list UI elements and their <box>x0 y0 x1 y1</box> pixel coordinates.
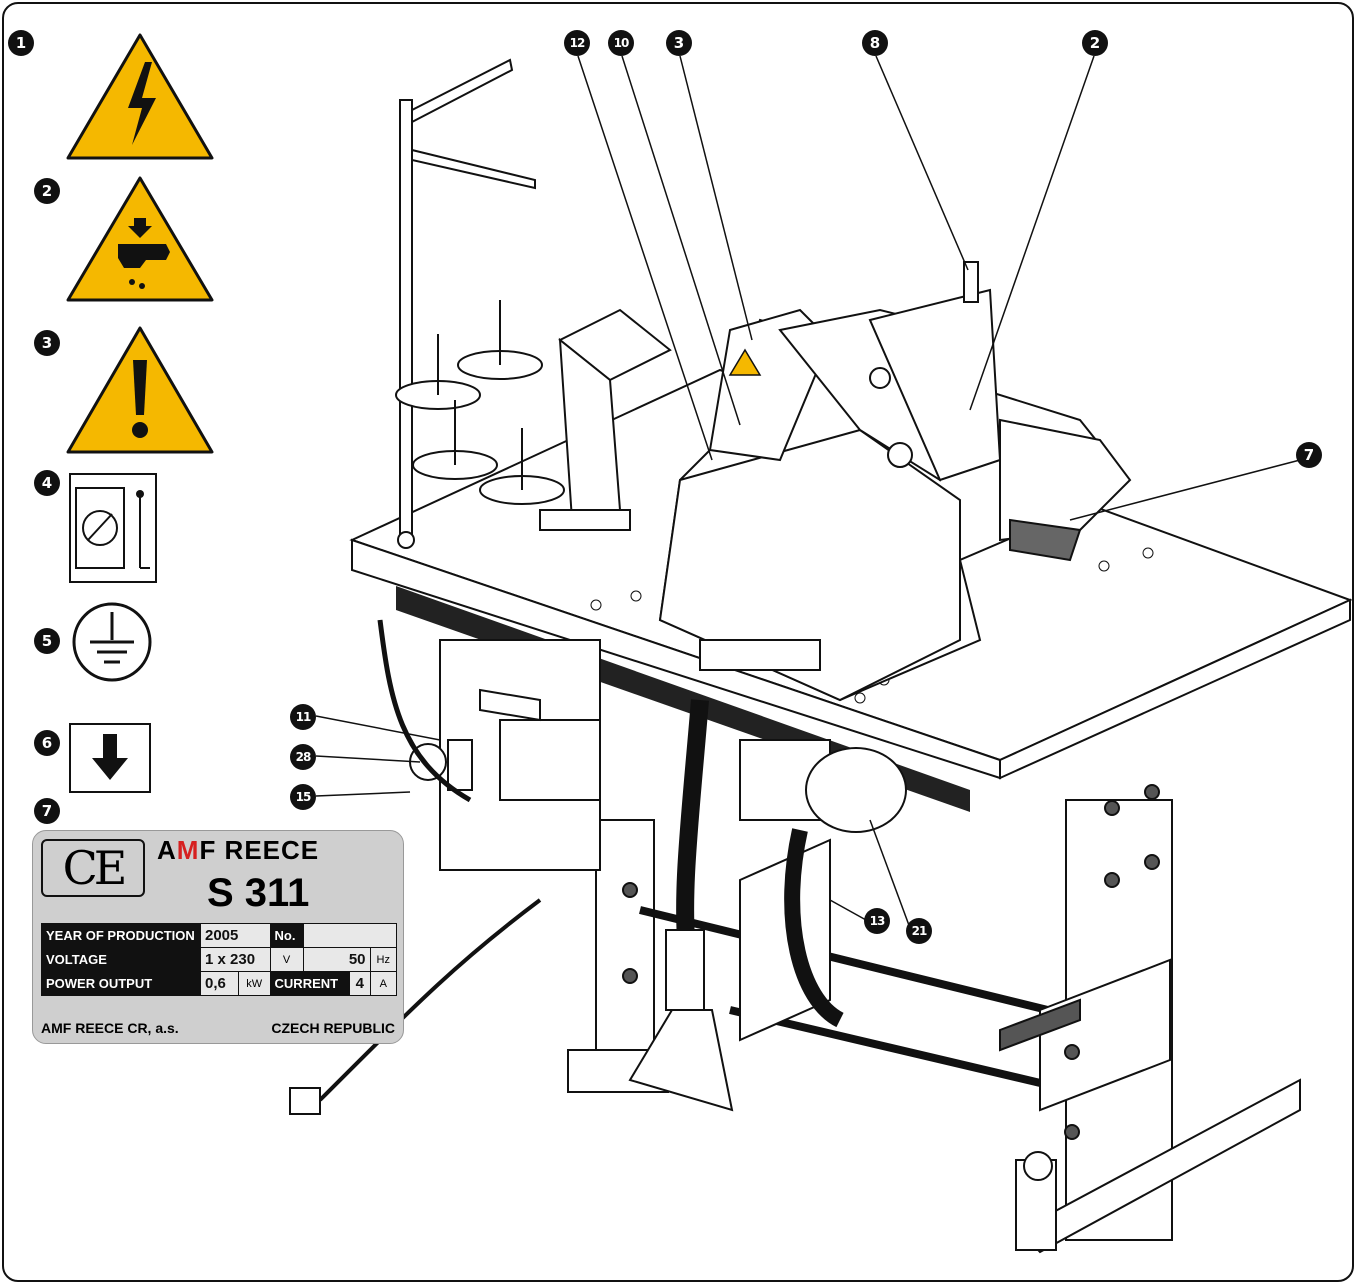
table-row: POWER OUTPUT 0,6 kW CURRENT 4 A <box>41 971 398 996</box>
frequency-unit: Hz <box>369 947 398 972</box>
model-number: S 311 <box>207 871 310 915</box>
main-switch-symbol-icon <box>69 473 157 583</box>
callout-10: 10 <box>608 30 634 56</box>
callout-2-top: 2 <box>1082 30 1108 56</box>
general-warning-icon <box>66 326 214 454</box>
callout-2-left: 2 <box>34 178 60 204</box>
motor-and-suction-tube <box>628 699 907 1112</box>
manufacturer-name: AMF REECE CR, a.s. <box>41 1020 179 1036</box>
callout-leader-lines <box>315 55 1301 929</box>
callout-6: 6 <box>34 730 60 756</box>
callout-3-left: 3 <box>34 330 60 356</box>
table-frame <box>567 784 1301 1254</box>
brand-letter-a: A <box>157 835 177 865</box>
year-value: 2005 <box>200 923 271 948</box>
current-label: CURRENT <box>269 971 351 996</box>
serial-value <box>302 923 398 948</box>
power-value: 0,6 <box>200 971 239 996</box>
callout-1: 1 <box>8 30 34 56</box>
down-arrow-symbol-icon <box>69 723 151 793</box>
pneumatic-control-unit <box>289 619 601 1115</box>
callout-4: 4 <box>34 470 60 496</box>
table-row: YEAR OF PRODUCTION 2005 No. <box>41 923 398 948</box>
protective-earth-icon <box>72 602 152 682</box>
hand-crush-warning-icon <box>66 176 214 302</box>
thread-stand <box>395 58 672 549</box>
callout-8: 8 <box>862 30 888 56</box>
voltage-unit: V <box>269 947 304 972</box>
callout-3-top: 3 <box>666 30 692 56</box>
serial-label: No. <box>269 923 304 948</box>
callout-28: 28 <box>290 744 316 770</box>
frequency-value: 50 <box>302 947 371 972</box>
brand-logo: AMF REECE <box>157 835 319 866</box>
power-label: POWER OUTPUT <box>41 971 201 996</box>
brand-letter-m: M <box>176 835 200 865</box>
callout-21: 21 <box>906 918 932 944</box>
callout-7-left: 7 <box>34 798 60 824</box>
high-voltage-warning-icon <box>66 33 214 160</box>
brand-rest: F REECE <box>199 835 320 865</box>
sewing-machine-head <box>658 261 1132 702</box>
current-value: 4 <box>349 971 371 996</box>
callout-7-right: 7 <box>1296 442 1322 468</box>
rating-plate: CE AMF REECE S 311 YEAR OF PRODUCTION 20… <box>32 830 404 1044</box>
year-label: YEAR OF PRODUCTION <box>41 923 201 948</box>
spec-table: YEAR OF PRODUCTION 2005 No. VOLTAGE 1 x … <box>41 923 398 996</box>
callout-5: 5 <box>34 628 60 654</box>
manufacturer-country: CZECH REPUBLIC <box>271 1020 395 1036</box>
ce-mark: CE <box>41 839 145 897</box>
voltage-value: 1 x 230 <box>200 947 271 972</box>
power-unit: kW <box>237 971 271 996</box>
table-row: VOLTAGE 1 x 230 V 50 Hz <box>41 947 398 972</box>
callout-11: 11 <box>290 704 316 730</box>
callout-12: 12 <box>564 30 590 56</box>
callout-15: 15 <box>290 784 316 810</box>
current-unit: A <box>369 971 398 996</box>
voltage-label: VOLTAGE <box>41 947 201 972</box>
callout-13: 13 <box>864 908 890 934</box>
